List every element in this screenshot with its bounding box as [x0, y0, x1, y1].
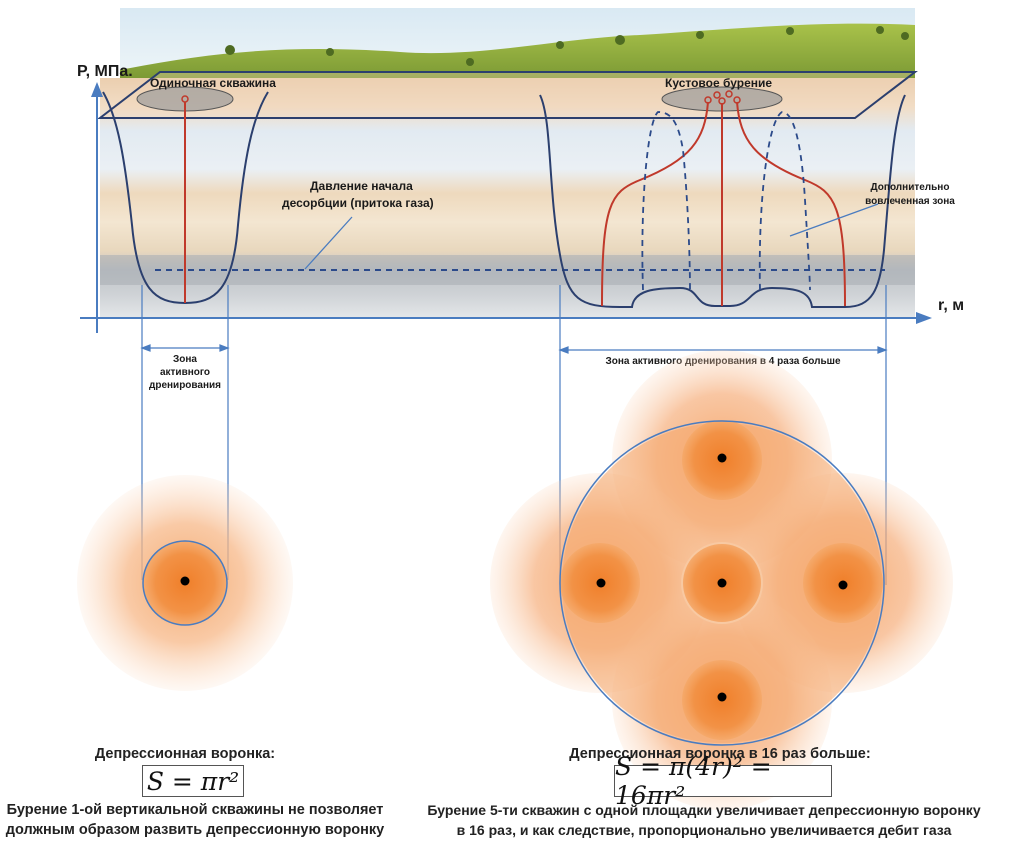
additional-zone-label-2: вовлеченная зона [865, 196, 955, 207]
cluster-depression-curve [539, 94, 906, 308]
left-caption-line-2: должным образом развить депрессионную во… [5, 822, 385, 838]
cluster-label: Кустовое бурение [665, 76, 772, 90]
left-funnel-title: Депрессионная воронка: [94, 746, 276, 762]
left-caption-line-1: Бурение 1-ой вертикальной скважины не по… [6, 802, 384, 818]
single-well-funnel [77, 475, 293, 691]
cluster-funnel [490, 350, 953, 810]
cluster-well-heads [704, 90, 741, 105]
right-caption: Бурение 5-ти скважин с одной площадки ув… [400, 800, 1008, 840]
right-formula-box: S = π(4r)² = 16πr² [614, 752, 832, 810]
single-well-label: Одиночная скважина [150, 76, 276, 90]
landscape-background [100, 8, 915, 318]
axes [80, 82, 932, 333]
y-axis-label: P, МПа. [77, 63, 133, 80]
active-zone-left-label-3: дренирования [149, 380, 221, 391]
active-zone-left-label-1: Зона [173, 354, 197, 365]
right-caption-line-2: в 16 раз, и как следствие, пропорциональ… [456, 822, 952, 838]
right-funnel-title: Депрессионная воронка в 16 раз больше: [569, 746, 871, 762]
additional-zone-pointer [789, 203, 879, 237]
desorption-label-2: десорбции (притока газа) [282, 196, 434, 210]
left-caption: Бурение 1-ой вертикальной скважины не по… [0, 800, 390, 840]
cluster-dashed-envelopes [641, 111, 811, 291]
desorption-label-1: Давление начала [310, 179, 413, 193]
active-zone-left-label-2: активного [160, 367, 210, 378]
x-axis-label: r, м [938, 297, 964, 314]
left-formula-box: S = πr² [142, 765, 244, 797]
right-caption-line-1: Бурение 5-ти скважин с одной площадки ув… [427, 802, 981, 818]
desorption-pointer [304, 216, 353, 270]
additional-zone-label-1: Дополнительно [871, 182, 950, 193]
cluster-well-bores [601, 101, 846, 307]
